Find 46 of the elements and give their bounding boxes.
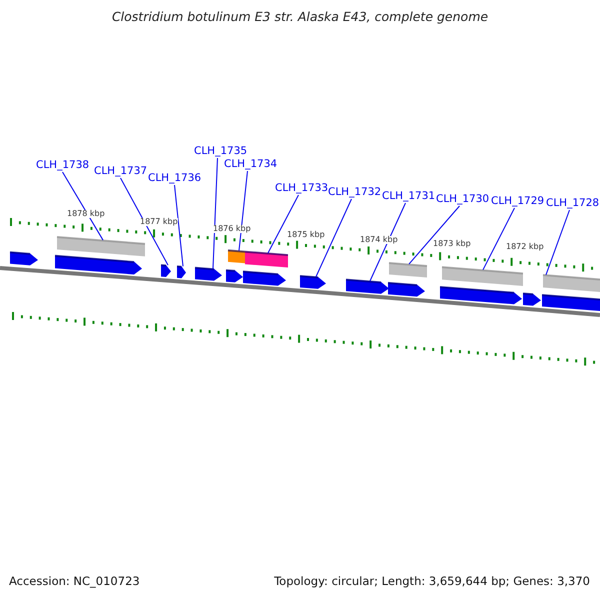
title: Clostridium botulinum E3 str. Alaska E43, complete genome: [110, 11, 490, 24]
gene-label: CLH_1736: [148, 173, 202, 184]
feature-bar: [244, 250, 288, 268]
scale-label: 1877 kbp: [140, 218, 178, 226]
feature-bar: [542, 274, 600, 292]
gene-block: [160, 264, 171, 277]
feature-bar: [388, 262, 428, 278]
feature-bar: [56, 236, 146, 256]
gene-label: CLH_1730: [436, 194, 490, 204]
gene-label: CLH_1728: [546, 198, 600, 208]
gene-block: [226, 269, 243, 282]
gene-block: [522, 292, 541, 306]
gene-label: CLH_1729: [491, 196, 544, 206]
scale-label: 1874 kbp: [360, 236, 398, 244]
gene-label: CLH_1734: [224, 159, 278, 170]
feature-bar: [228, 249, 246, 264]
accession-text: Accession: NC_010723: [9, 576, 140, 588]
leader-line: [174, 184, 184, 267]
scale-label: 1872 kbp: [506, 243, 544, 251]
leader-line: [212, 158, 218, 270]
scale-label: 1878 kbp: [67, 210, 105, 218]
gene-label: CLH_1733: [275, 183, 328, 194]
gene-block: [388, 282, 425, 297]
feature-bar: [442, 266, 524, 286]
gene-block: [54, 254, 142, 274]
scale-label: 1876 kbp: [213, 225, 251, 233]
gene-block: [346, 278, 389, 294]
gene-label: CLH_1737: [94, 166, 148, 176]
gene-block: [176, 265, 186, 278]
gene-label: CLH_1731: [382, 191, 436, 202]
genome-info-text: Topology: circular; Length: 3,659,644 bp; Genes: 3,370: [274, 576, 590, 588]
leader-line: [238, 170, 248, 252]
leader-line: [316, 198, 352, 278]
gene-label: CLH_1732: [328, 187, 382, 198]
leader-line: [546, 210, 570, 276]
scale-label: 1875 kbp: [287, 231, 325, 239]
gene-block: [300, 275, 326, 289]
gene-label: CLH_1738: [36, 160, 90, 170]
gene-block: [10, 251, 38, 266]
leader-line: [120, 178, 168, 266]
gene-block: [194, 266, 222, 281]
gene-label: CLH_1735: [194, 146, 248, 156]
scale-label: 1873 kbp: [433, 240, 471, 248]
leader-line: [370, 202, 406, 282]
leader-line: [62, 172, 104, 241]
leader-line: [482, 208, 515, 270]
